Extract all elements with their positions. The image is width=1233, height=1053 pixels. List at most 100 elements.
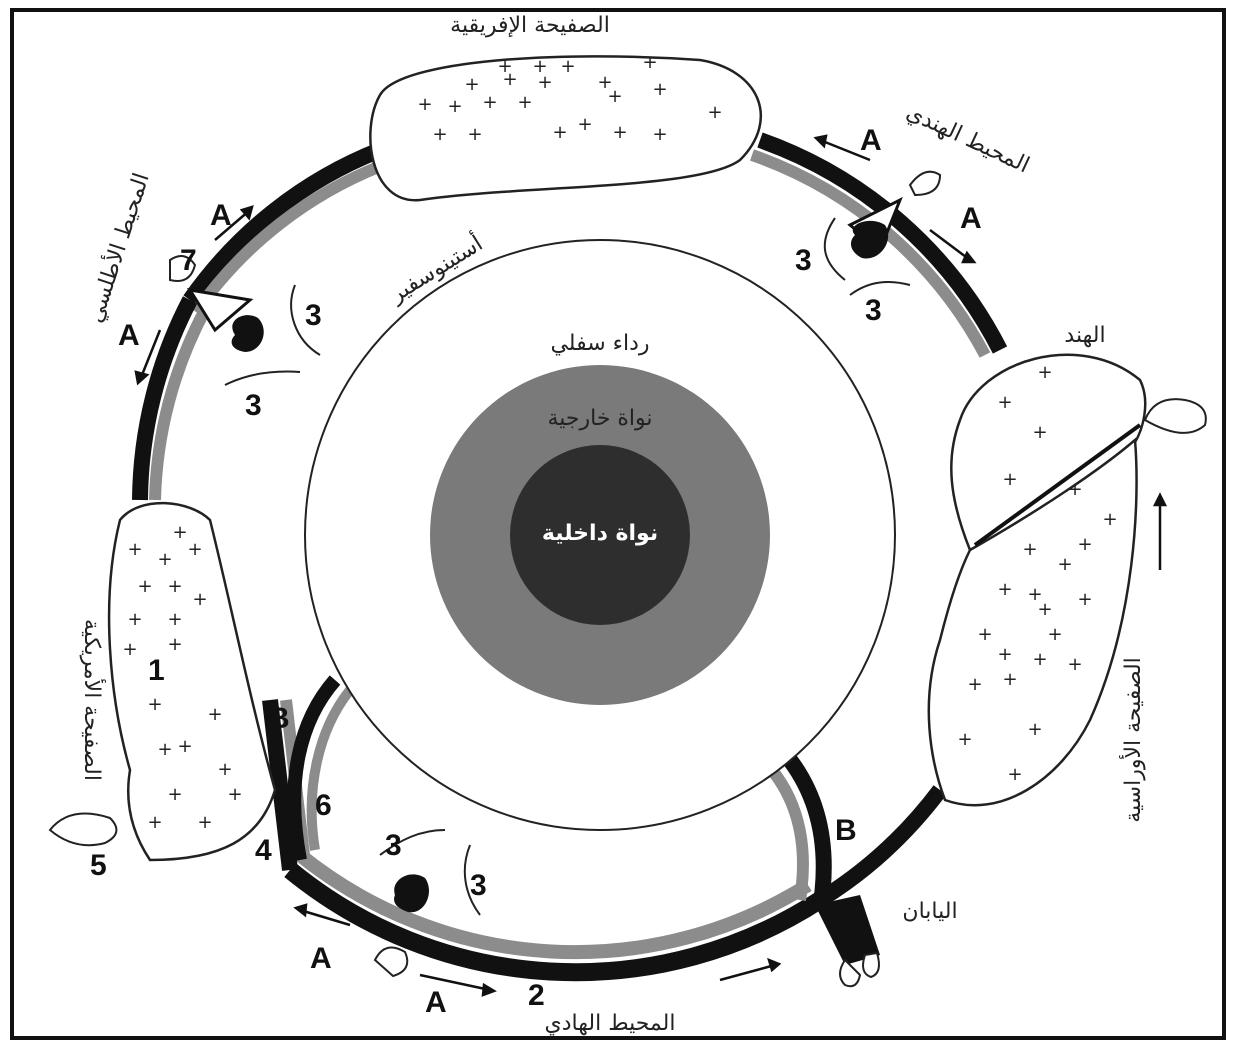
crust-plus-mark: + bbox=[187, 539, 202, 560]
label-lower-mantle: رداء سفلي bbox=[550, 331, 649, 356]
crust-plus-mark: + bbox=[997, 579, 1012, 600]
crust-plus-mark: + bbox=[197, 812, 212, 833]
marker-3-b: 3 bbox=[245, 389, 262, 422]
crust-plus-mark: + bbox=[167, 634, 182, 655]
crust-plus-mark: + bbox=[612, 122, 627, 143]
crust-plus-mark: + bbox=[1007, 764, 1022, 785]
crust-plus-mark: + bbox=[1037, 599, 1052, 620]
volcano-5-icon bbox=[50, 814, 116, 846]
crust-plus-mark: + bbox=[1032, 649, 1047, 670]
marker-5: 5 bbox=[90, 849, 107, 882]
marker-a-indian-south: A bbox=[960, 202, 982, 235]
crust-plus-mark: + bbox=[552, 122, 567, 143]
crust-plus-mark: + bbox=[997, 644, 1012, 665]
crust-plus-mark: + bbox=[157, 549, 172, 570]
crust-plus-mark: + bbox=[1047, 624, 1062, 645]
crust-plus-mark: + bbox=[1027, 719, 1042, 740]
crust-plus-mark: + bbox=[502, 69, 517, 90]
crust-plus-mark: + bbox=[167, 576, 182, 597]
magma-drop-icon bbox=[851, 221, 888, 259]
marker-b-east: B bbox=[835, 814, 857, 847]
crust-plus-mark: + bbox=[137, 576, 152, 597]
crust-plus-mark: + bbox=[157, 739, 172, 760]
crust-plus-mark: + bbox=[432, 124, 447, 145]
marker-3-f: 3 bbox=[470, 869, 487, 902]
marker-a-indian-north: A bbox=[860, 124, 882, 157]
crust-plus-mark: + bbox=[560, 56, 575, 77]
crust-plus-mark: + bbox=[997, 392, 1012, 413]
crust-plus-mark: + bbox=[482, 92, 497, 113]
marker-1: 1 bbox=[148, 654, 165, 687]
marker-b-west: B bbox=[268, 702, 290, 735]
crust-plus-mark: + bbox=[1067, 654, 1082, 675]
crust-plus-mark: + bbox=[1077, 534, 1092, 555]
crust-plus-mark: + bbox=[1102, 509, 1117, 530]
marker-a-pacific-east: A bbox=[425, 986, 447, 1019]
crust-plus-mark: + bbox=[1037, 362, 1052, 383]
label-outer-core: نواة خارجية bbox=[547, 406, 652, 431]
label-african-plate: الصفيحة الإفريقية bbox=[450, 13, 610, 38]
crust-plus-mark: + bbox=[464, 74, 479, 95]
crust-plus-mark: + bbox=[192, 589, 207, 610]
crust-plus-mark: + bbox=[172, 522, 187, 543]
himalaya-cloud-icon bbox=[1145, 399, 1206, 433]
label-atlantic-ocean: المحيط الأطلسي bbox=[81, 169, 155, 325]
crust-plus-mark: + bbox=[652, 124, 667, 145]
ridge-volcano-icon bbox=[910, 172, 940, 195]
crust-plus-mark: + bbox=[1022, 539, 1037, 560]
crust-plus-mark: + bbox=[127, 539, 142, 560]
crust-plus-mark: + bbox=[147, 812, 162, 833]
crust-plus-mark: + bbox=[1057, 554, 1072, 575]
label-india: الهند bbox=[1064, 323, 1105, 348]
crust-plus-mark: + bbox=[607, 86, 622, 107]
crust-plus-mark: + bbox=[1002, 669, 1017, 690]
ridge-volcano-icon bbox=[375, 948, 407, 977]
crust-plus-mark: + bbox=[1032, 422, 1047, 443]
crust-plus-mark: + bbox=[577, 114, 592, 135]
crust-plus-mark: + bbox=[127, 609, 142, 630]
slab-east-gray bbox=[772, 770, 803, 900]
label-japan: اليابان bbox=[902, 899, 957, 924]
crust-plus-mark: + bbox=[977, 624, 992, 645]
crust-plus-mark: + bbox=[1002, 469, 1017, 490]
crust-plus-mark: + bbox=[537, 72, 552, 93]
marker-2: 2 bbox=[528, 979, 545, 1012]
crust-plus-mark: + bbox=[207, 704, 222, 725]
magma-drop-icon bbox=[394, 874, 429, 912]
crust-plus-mark: + bbox=[122, 639, 137, 660]
label-eurasian-plate: الصفيحة الأوراسية bbox=[1119, 657, 1146, 823]
label-indian-ocean: المحيط الهندي bbox=[902, 100, 1033, 179]
crust-plus-mark: + bbox=[707, 102, 722, 123]
crust-plus-mark: + bbox=[957, 729, 972, 750]
crust-plus-mark: + bbox=[147, 694, 162, 715]
marker-3-d: 3 bbox=[865, 294, 882, 327]
crust-plus-mark: + bbox=[1067, 479, 1082, 500]
crust-plus-mark: + bbox=[217, 759, 232, 780]
marker-3-a: 3 bbox=[305, 299, 322, 332]
crust-plus-mark: + bbox=[447, 96, 462, 117]
marker-a-pacific-west: A bbox=[310, 942, 332, 975]
crust-plus-mark: + bbox=[467, 124, 482, 145]
marker-4: 4 bbox=[255, 834, 272, 867]
crust-plus-mark: + bbox=[167, 609, 182, 630]
crust-plus-mark: + bbox=[967, 674, 982, 695]
magma-drop-icon bbox=[232, 315, 264, 352]
crust-plus-mark: + bbox=[1077, 589, 1092, 610]
marker-7: 7 bbox=[180, 244, 197, 277]
label-inner-core: نواة داخلية bbox=[542, 521, 658, 546]
crust-plus-mark: + bbox=[177, 736, 192, 757]
crust-plus-mark: + bbox=[517, 92, 532, 113]
label-pacific-ocean: المحيط الهادي bbox=[545, 1011, 676, 1036]
crust-plus-mark: + bbox=[652, 79, 667, 100]
crust-plus-mark: + bbox=[227, 784, 242, 805]
marker-a-atlantic-north: A bbox=[210, 199, 232, 232]
marker-3-c: 3 bbox=[795, 244, 812, 277]
crust-plus-mark: + bbox=[417, 94, 432, 115]
marker-6: 6 bbox=[315, 789, 332, 822]
label-american-plate: الصفيحة الأمريكية bbox=[79, 619, 106, 781]
crust-plus-mark: + bbox=[167, 784, 182, 805]
crust-plus-mark: + bbox=[642, 52, 657, 73]
marker-3-e: 3 bbox=[385, 829, 402, 862]
